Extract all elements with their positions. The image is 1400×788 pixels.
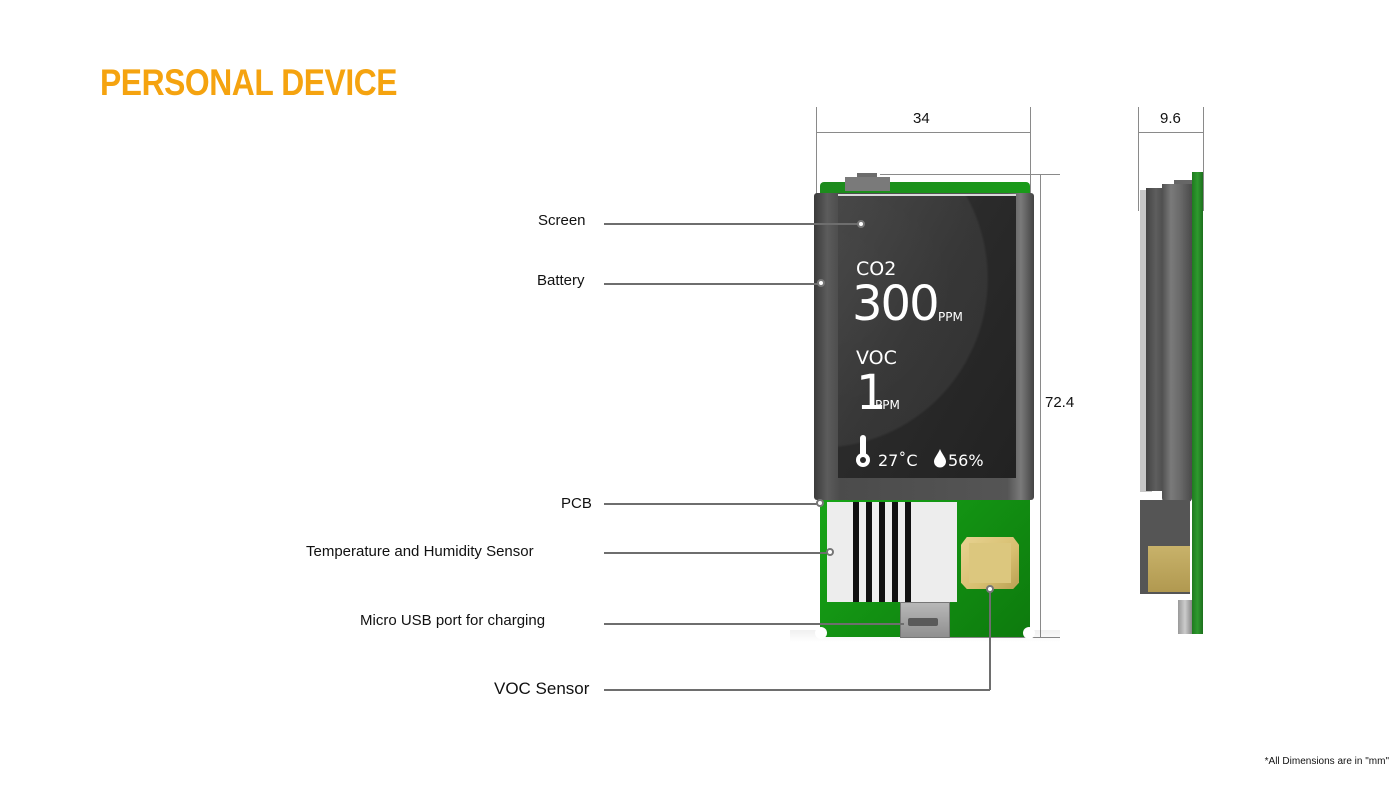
voc-label: VOC: [856, 347, 897, 369]
depth-dimension-line: [1139, 132, 1203, 133]
side-button: [857, 173, 877, 179]
micro-usb-slot: [908, 618, 938, 626]
side-battery: [1162, 184, 1192, 502]
width-dimension-value: 34: [913, 110, 930, 127]
side-usb-port: [1178, 600, 1192, 634]
droplet-icon: [934, 449, 946, 468]
voc-value: 1: [856, 365, 887, 421]
callout-temp-humidity-dot: [826, 548, 834, 556]
side-pcb: [1192, 172, 1203, 634]
depth-extension-right: [1203, 107, 1204, 211]
co2-label: CO2: [856, 258, 897, 280]
thermometer-icon: [856, 435, 870, 467]
callout-battery-dot: [817, 279, 825, 287]
side-voc-sensor: [1148, 546, 1190, 592]
height-dimension-line: [1040, 175, 1041, 637]
callout-battery-leader: [604, 283, 818, 285]
voc-sensor-top: [969, 543, 1011, 583]
callout-pcb-label: PCB: [561, 495, 592, 512]
callout-voc-sensor-label: VOC Sensor: [494, 679, 590, 698]
callout-screen-dot: [857, 220, 865, 228]
height-extension-top: [880, 174, 1060, 175]
callout-screen-leader: [604, 223, 858, 225]
side-screen: [1146, 188, 1166, 491]
callout-temp-humidity-leader: [604, 552, 826, 554]
callout-battery-label: Battery: [537, 272, 585, 289]
pcb-notch: [815, 627, 827, 639]
side-button-housing: [845, 177, 890, 191]
width-dimension-line: [817, 132, 1030, 133]
heatsink-fin: [905, 502, 911, 602]
callout-voc-sensor-leader-vertical: [989, 591, 991, 690]
callout-voc-sensor-leader: [604, 689, 990, 691]
callout-voc-sensor-dot: [986, 585, 994, 593]
depth-dimension-value: 9.6: [1160, 110, 1181, 127]
heatsink-fin: [879, 502, 885, 602]
pcb-notch: [1023, 627, 1035, 639]
callout-micro-usb-leader: [604, 623, 904, 625]
humidity-value: 56%: [948, 451, 984, 470]
co2-value: 300: [852, 276, 940, 332]
temperature-value: 27˚C: [878, 451, 918, 470]
height-dimension-value: 72.4: [1045, 394, 1075, 411]
co2-unit: PPM: [938, 310, 963, 324]
width-extension-left: [816, 107, 817, 197]
heatsink-fin: [892, 502, 898, 602]
callout-pcb-dot: [816, 499, 824, 507]
screen-display: [838, 194, 1016, 478]
page-title: PERSONAL DEVICE: [100, 62, 398, 103]
callout-screen-label: Screen: [538, 212, 586, 229]
heatsink-fin: [853, 502, 859, 602]
callout-temp-humidity-label: Temperature and Humidity Sensor: [306, 543, 534, 560]
voc-unit: PPM: [875, 398, 900, 412]
dimensions-footnote: *All Dimensions are in "mm": [1264, 756, 1389, 767]
height-extension-bottom: [900, 637, 1060, 638]
width-extension-right: [1030, 107, 1031, 197]
screen-glare: [838, 194, 1016, 476]
heatsink-fin: [866, 502, 872, 602]
callout-micro-usb-label: Micro USB port for charging: [360, 612, 546, 629]
depth-extension-left: [1138, 107, 1139, 211]
callout-pcb-leader: [604, 503, 818, 505]
